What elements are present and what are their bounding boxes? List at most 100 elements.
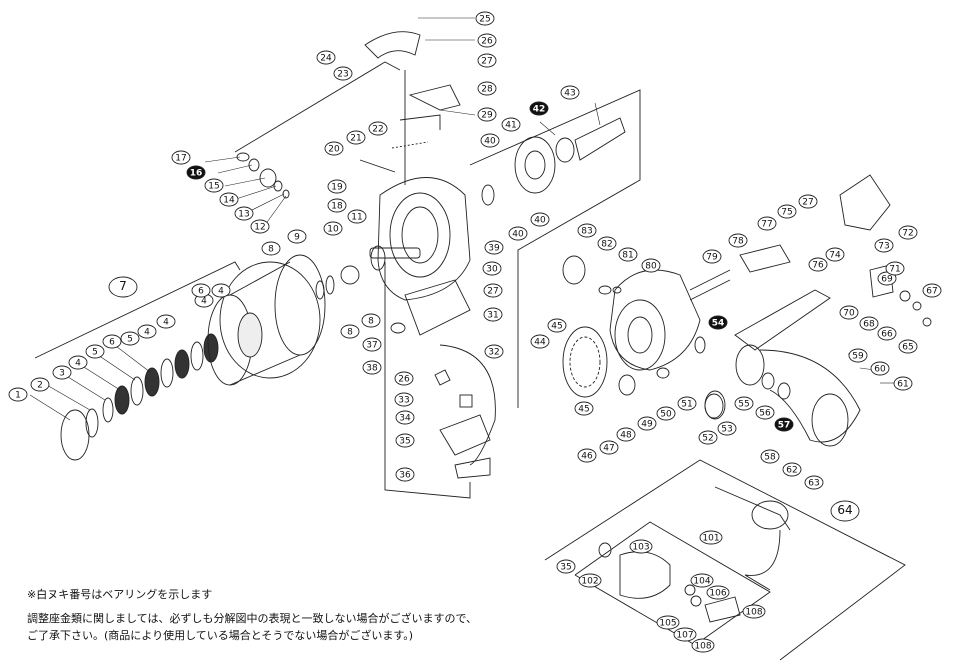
reel-body [562, 244, 791, 398]
callout-31: 31 [483, 307, 503, 321]
callout-number: 41 [505, 120, 516, 130]
callout-6: 6 [102, 334, 122, 348]
callout-number: 59 [852, 351, 864, 361]
callout-65: 65 [898, 339, 918, 353]
callout-40-40c: 40 [508, 226, 528, 240]
callout-29: 29 [477, 107, 497, 121]
bail-arm [359, 31, 461, 185]
callout-23: 23 [333, 66, 353, 80]
callout-number: 101 [702, 533, 719, 543]
callout-5-5b: 5 [120, 331, 140, 345]
callout-51: 51 [677, 396, 697, 410]
callout-number: 1 [15, 390, 21, 400]
callout-number: 37 [366, 340, 377, 350]
callout-47: 47 [599, 440, 619, 454]
callout-34: 34 [395, 410, 415, 424]
callout-59: 59 [848, 348, 868, 362]
callout-101: 101 [699, 530, 723, 544]
callout-number: 76 [812, 260, 824, 270]
callout-number: 77 [761, 219, 772, 229]
callout-number: 12 [254, 222, 265, 232]
callout-107: 107 [673, 627, 697, 641]
callout-number: 42 [533, 104, 546, 114]
callout-number: 68 [863, 319, 875, 329]
callout-number: 8 [368, 316, 374, 326]
callout-61: 61 [893, 376, 913, 390]
callout-number: 45 [551, 321, 562, 331]
callout-number: 6 [198, 286, 204, 296]
callout-40-40b: 40 [530, 212, 550, 226]
callout-108-108b: 108 [691, 638, 715, 652]
line-roller-parts [236, 152, 290, 199]
callout-7: 7 [108, 276, 138, 298]
handle [598, 486, 791, 623]
callout-28: 28 [477, 81, 497, 95]
callout-number: 6 [109, 337, 115, 347]
callout-number: 27 [802, 197, 813, 207]
callout-number: 34 [399, 413, 411, 423]
callout-4-4c: 4 [156, 314, 176, 328]
bearing-note: ※白ヌキ番号はベアリングを示します [27, 588, 213, 601]
callout-73: 73 [874, 238, 894, 252]
callout-number: 63 [808, 478, 819, 488]
callout-number: 7 [119, 279, 127, 293]
callout-number: 8 [268, 244, 274, 254]
stopper-parts [839, 174, 932, 327]
callout-number: 103 [632, 542, 649, 552]
callout-10: 10 [323, 221, 343, 235]
callout-19: 19 [327, 179, 347, 193]
callout-number: 72 [902, 228, 913, 238]
callout-80: 80 [641, 258, 661, 272]
callout-number: 104 [693, 576, 710, 586]
callout-number: 14 [223, 195, 235, 205]
callout-number: 106 [709, 588, 726, 598]
callout-number: 40 [534, 215, 546, 225]
callout-9: 9 [287, 229, 307, 243]
handle-group-frame [544, 459, 906, 661]
callout-number: 108 [745, 607, 762, 617]
callout-number: 45 [578, 404, 589, 414]
callout-46: 46 [577, 448, 597, 462]
callout-number: 4 [201, 296, 207, 306]
callout-26-26b: 26 [394, 371, 414, 385]
callout-number: 40 [512, 229, 524, 239]
callout-number: 49 [641, 419, 653, 429]
callout-55: 55 [734, 396, 754, 410]
callout-number: 64 [837, 503, 852, 517]
callout-53: 53 [717, 421, 737, 435]
callout-58: 58 [760, 449, 780, 463]
callout-number: 38 [366, 363, 378, 373]
callout-32: 32 [484, 344, 504, 358]
callout-16: 16 [186, 165, 206, 179]
callout-number: 35 [560, 562, 571, 572]
callout-number: 4 [218, 286, 224, 296]
callout-number: 46 [581, 451, 593, 461]
callout-number: 44 [534, 337, 546, 347]
callout-37: 37 [362, 337, 382, 351]
callout-4: 4 [68, 355, 88, 369]
pinion-group-bracket [469, 89, 641, 408]
callout-48: 48 [616, 427, 636, 441]
callout-number: 10 [327, 224, 339, 234]
callout-number: 21 [350, 133, 361, 143]
callout-number: 25 [479, 14, 490, 24]
callout-5: 5 [85, 344, 105, 358]
callout-1: 1 [8, 387, 28, 401]
callout-27: 27 [477, 53, 497, 67]
callout-number: 74 [829, 250, 841, 260]
callout-number: 9 [294, 232, 300, 242]
callout-11: 11 [347, 209, 367, 223]
callout-36: 36 [395, 467, 415, 481]
callout-number: 36 [399, 470, 411, 480]
callout-number: 4 [144, 327, 150, 337]
callout-number: 39 [488, 243, 500, 253]
callout-62: 62 [782, 462, 802, 476]
callout-number: 82 [601, 239, 612, 249]
callout-number: 27 [481, 56, 492, 66]
callout-12: 12 [250, 219, 270, 233]
callout-42: 42 [529, 101, 549, 115]
callout-17: 17 [171, 150, 191, 164]
callout-number: 53 [721, 424, 732, 434]
callout-79: 79 [702, 249, 722, 263]
